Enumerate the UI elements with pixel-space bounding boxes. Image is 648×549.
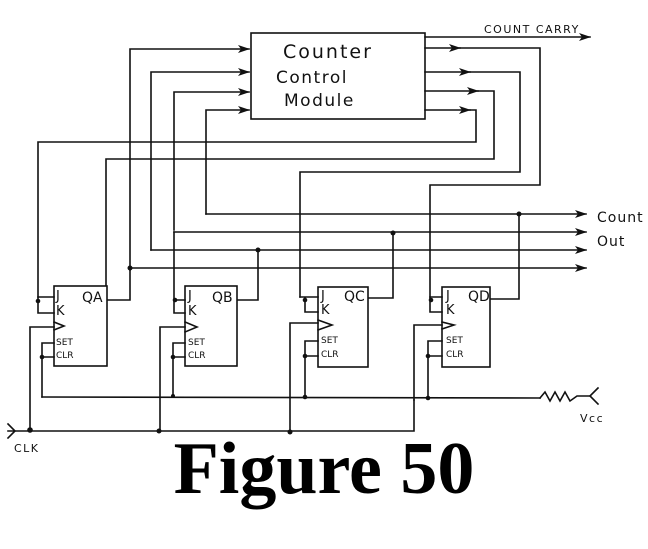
pin-set: SET <box>321 336 338 346</box>
count-carry-label: COUNT CARRY <box>484 23 580 36</box>
module-title-line1: Counter <box>283 41 373 63</box>
pin-k: K <box>56 304 65 319</box>
pin-clr: CLR <box>188 351 206 361</box>
pin-set: SET <box>56 338 73 348</box>
flipflop-a: J K SET CLR QA <box>29 285 108 429</box>
q-output-wires <box>106 213 520 301</box>
pin-j: J <box>55 289 60 304</box>
figure-caption: Figure 50 <box>173 428 475 510</box>
pin-j: J <box>320 289 325 304</box>
flipflop-d: J K SET CLR QD <box>413 286 491 401</box>
vcc-rail: Vcc <box>41 386 604 425</box>
count-out-label-2: Out <box>597 234 625 250</box>
pin-k: K <box>321 303 330 318</box>
count-out-label-1: Count <box>597 210 644 226</box>
pin-k: K <box>446 303 455 318</box>
pin-j: J <box>187 289 192 304</box>
vcc-label: Vcc <box>580 412 604 425</box>
pin-j: J <box>445 289 450 304</box>
module-title-line3: Module <box>284 91 355 111</box>
output-qd: QD <box>468 289 490 305</box>
flipflop-c: J K SET CLR QC <box>289 286 369 433</box>
output-qb: QB <box>212 290 233 306</box>
module-input-wires <box>129 45 250 271</box>
count-out-bus <box>127 210 587 272</box>
output-qc: QC <box>344 289 365 305</box>
module-title-line2: Control <box>276 68 348 88</box>
pin-set: SET <box>446 336 463 346</box>
pin-clr: CLR <box>56 351 74 361</box>
counter-control-module: Counter Control Module <box>250 32 426 120</box>
pin-clr: CLR <box>321 350 339 360</box>
pin-set: SET <box>188 338 205 348</box>
flipflop-b: J K SET CLR QB <box>159 231 238 431</box>
clk-rail: CLK <box>6 399 415 455</box>
pin-clr: CLR <box>446 350 464 360</box>
pin-k: K <box>188 304 197 319</box>
output-qa: QA <box>82 290 103 306</box>
clk-label: CLK <box>14 442 40 455</box>
